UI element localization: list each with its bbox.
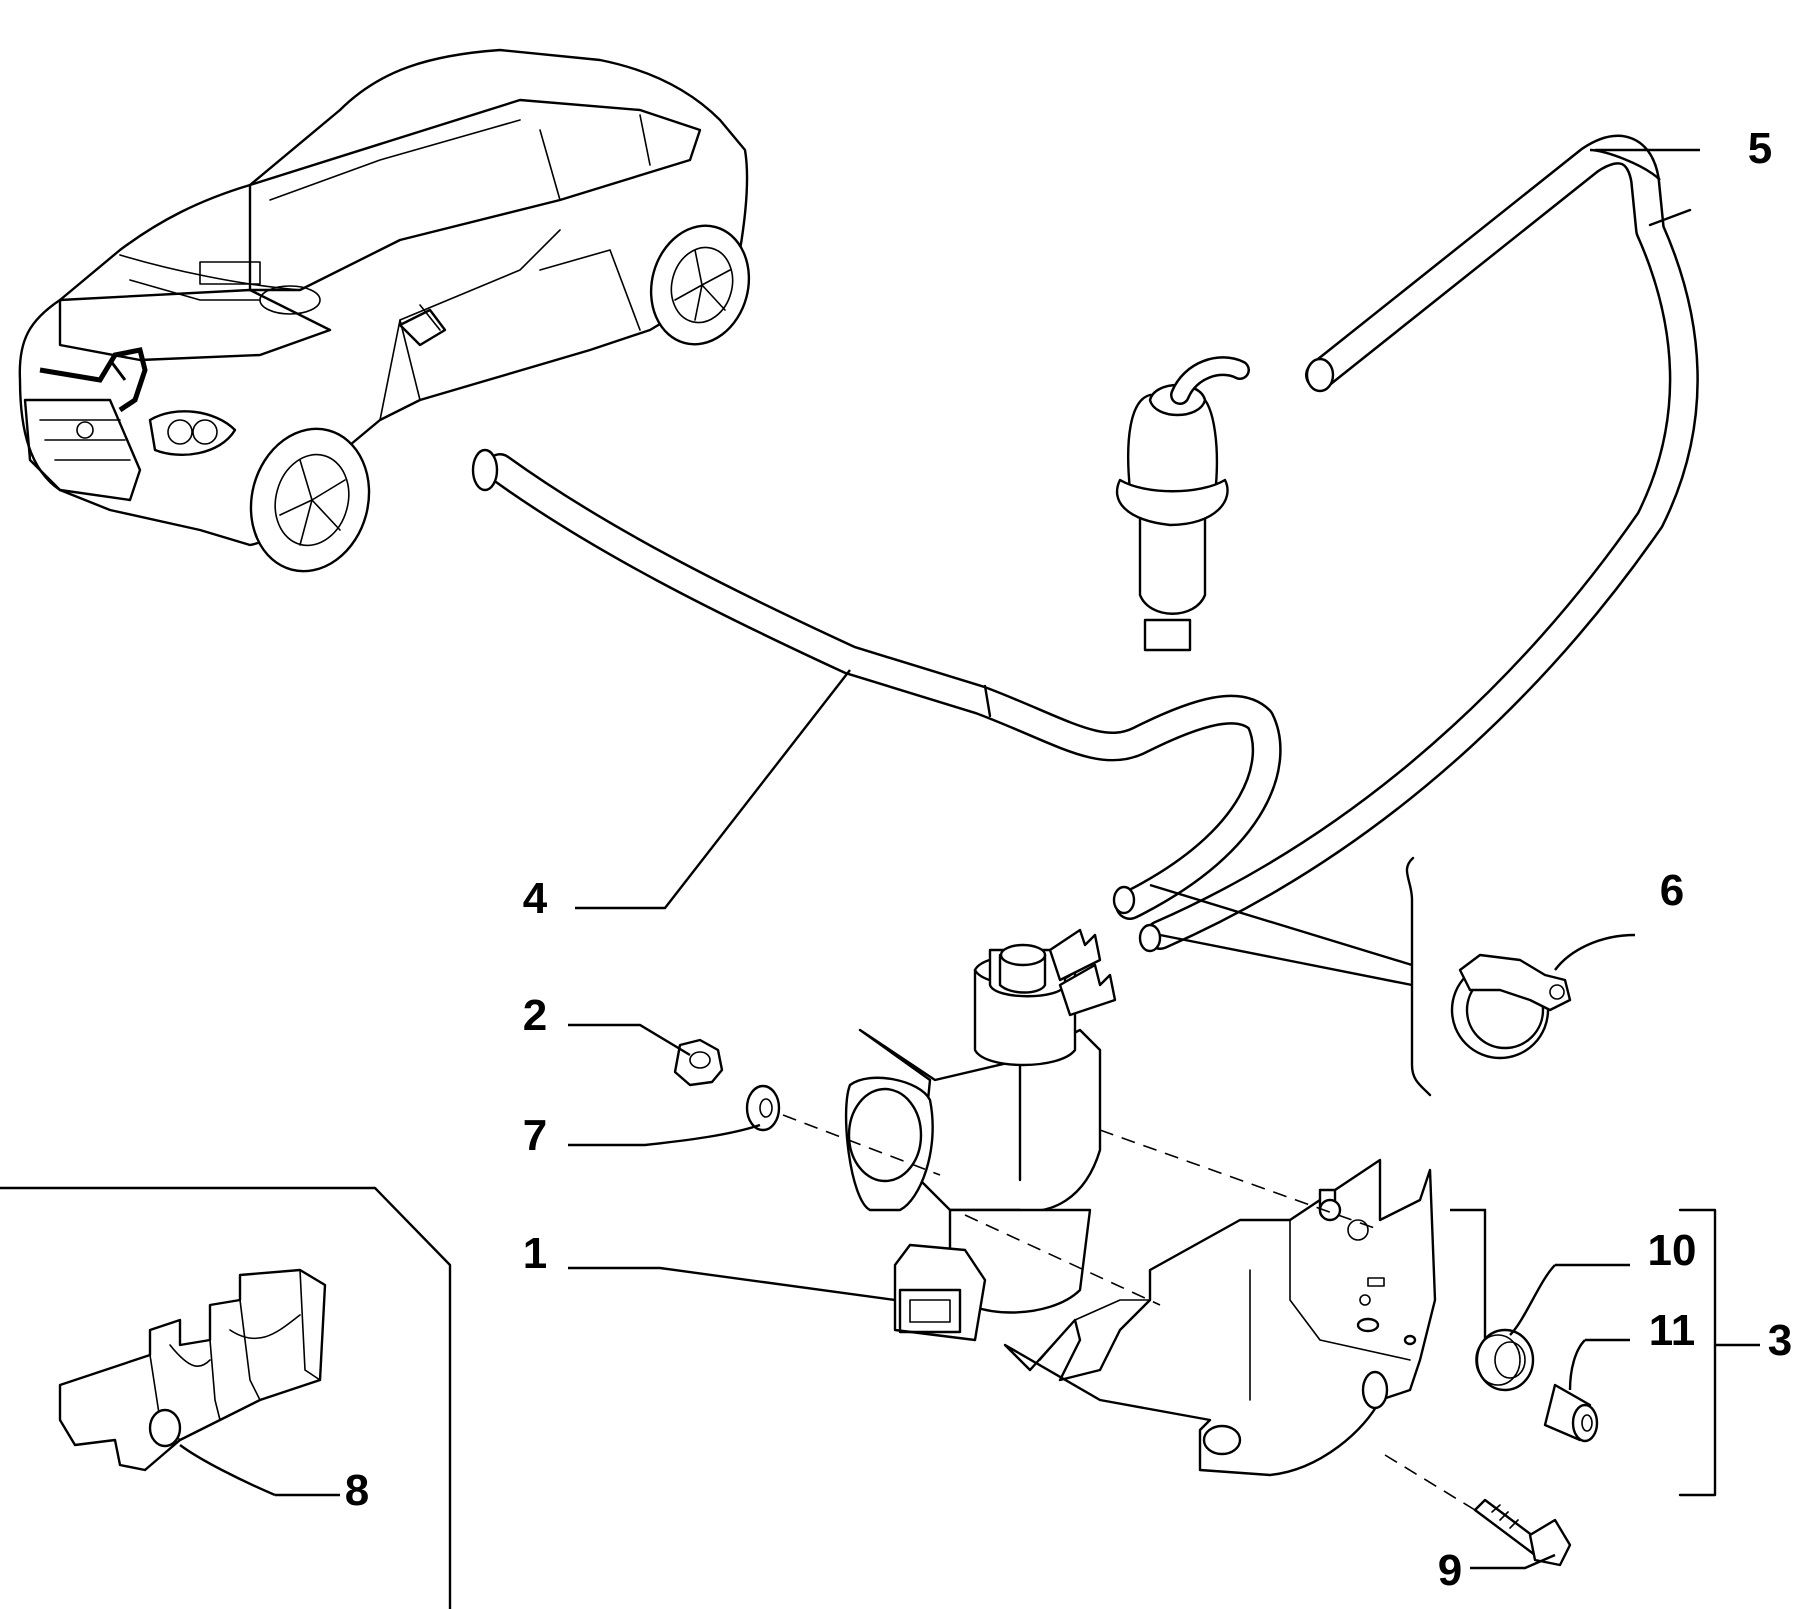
grommet xyxy=(1475,1328,1535,1392)
callout-6: 6 xyxy=(1660,866,1684,915)
assembly-bracket-line xyxy=(1678,1208,1717,1497)
clamp-bracket-line xyxy=(1405,856,1432,1097)
callouts: 5 4 6 2 7 1 10 3 11 8 9 xyxy=(345,124,1792,1595)
washer xyxy=(745,1084,781,1132)
leader-lines xyxy=(179,148,1760,1570)
hose-clamp xyxy=(1450,953,1572,1060)
callout-11: 11 xyxy=(1649,1306,1696,1355)
dashed-axes xyxy=(782,1114,1476,1511)
solenoid-valve xyxy=(844,928,1117,1342)
callout-2: 2 xyxy=(523,991,547,1040)
vacuum-reservoir xyxy=(1115,356,1250,652)
nut xyxy=(673,1038,724,1087)
callout-3: 3 xyxy=(1768,1316,1792,1365)
hose-clip xyxy=(58,1268,327,1472)
callout-8: 8 xyxy=(345,1466,369,1515)
callout-4: 4 xyxy=(523,874,548,923)
callout-1: 1 xyxy=(523,1229,547,1278)
spacer xyxy=(1543,1383,1599,1443)
bolt xyxy=(1473,1498,1572,1567)
callout-9: 9 xyxy=(1438,1546,1462,1595)
bracket xyxy=(1003,1158,1437,1477)
inset-frame xyxy=(0,1186,452,1609)
car-illustration xyxy=(18,48,751,573)
callout-10: 10 xyxy=(1648,1226,1697,1275)
hose-4 xyxy=(471,448,1282,920)
callout-5: 5 xyxy=(1748,124,1772,173)
callout-7: 7 xyxy=(523,1111,547,1160)
